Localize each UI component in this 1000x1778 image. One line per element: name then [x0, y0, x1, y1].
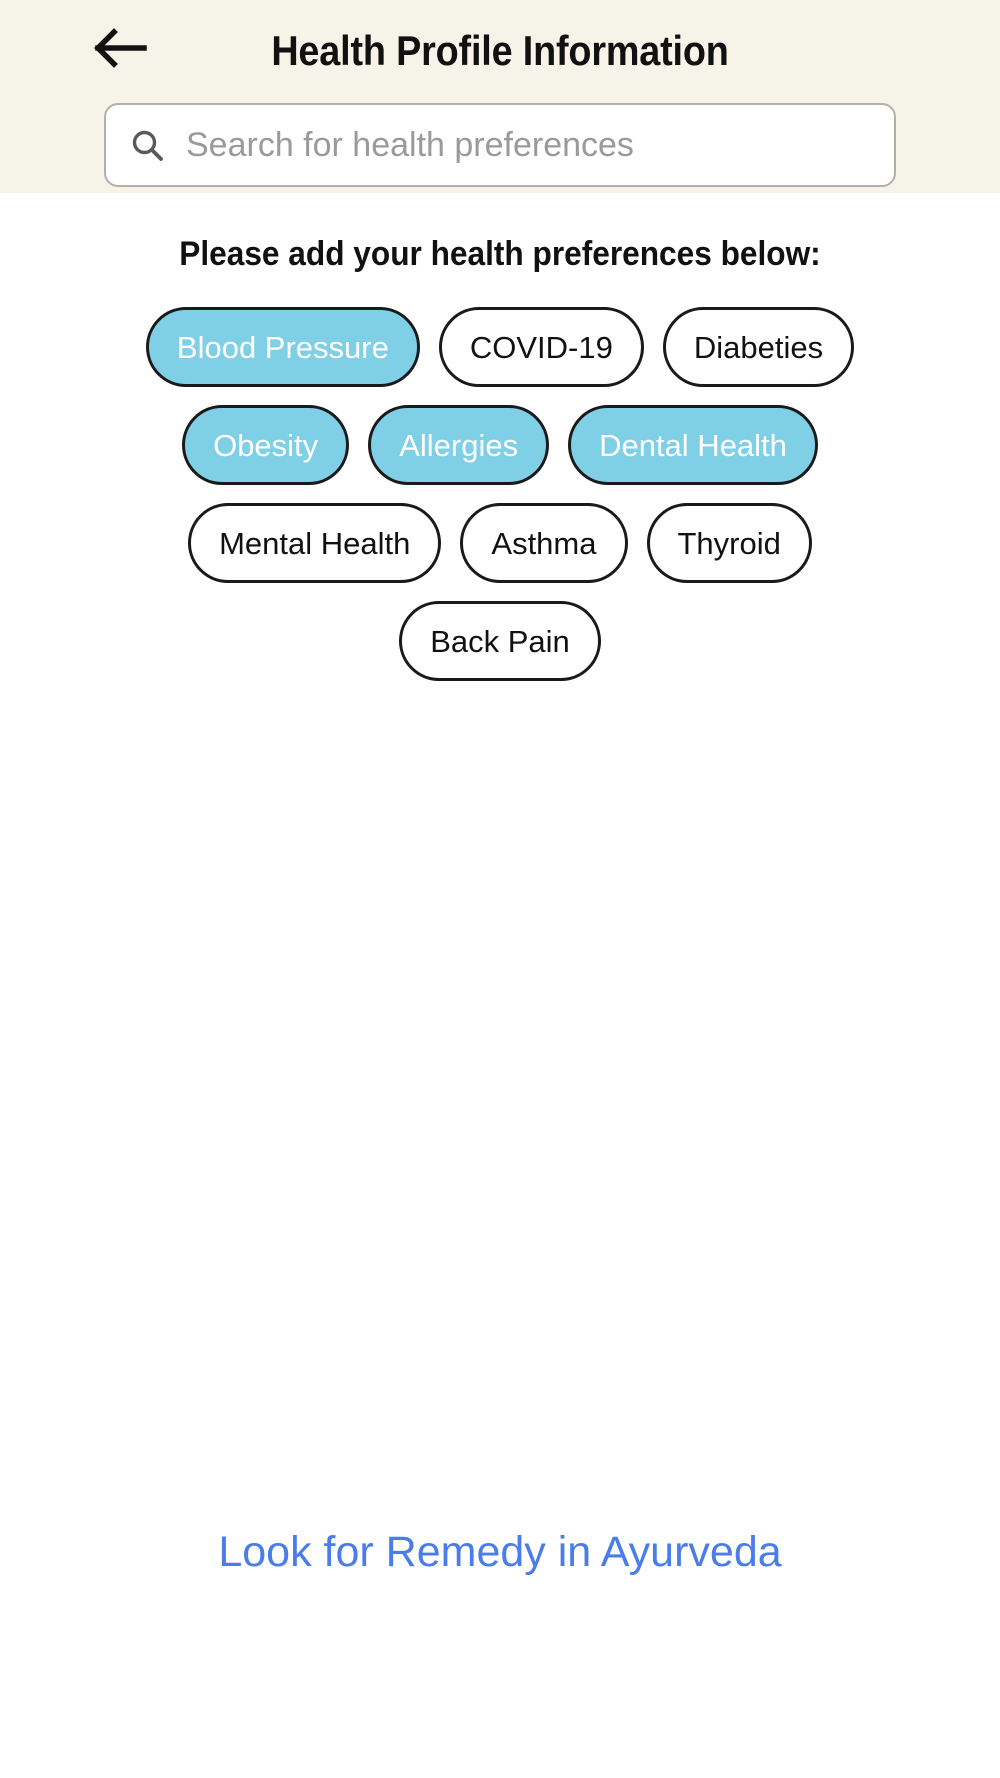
- header-bar: Health Profile Information: [0, 0, 1000, 193]
- footer-link-container: Look for Remedy in Ayurveda: [0, 1528, 1000, 1577]
- chip-row: Back Pain: [399, 601, 601, 681]
- search-input[interactable]: [186, 105, 872, 185]
- arrow-left-icon[interactable]: [90, 17, 152, 79]
- search-bar[interactable]: [104, 103, 896, 187]
- chip-dental-health[interactable]: Dental Health: [568, 405, 818, 485]
- chip-mental-health[interactable]: Mental Health: [188, 503, 442, 583]
- chip-diabeties[interactable]: Diabeties: [662, 307, 855, 387]
- chip-obesity[interactable]: Obesity: [182, 405, 350, 485]
- chip-back-pain[interactable]: Back Pain: [399, 601, 601, 681]
- app-bar: Health Profile Information: [0, 0, 1000, 96]
- page-title: Health Profile Information: [271, 27, 729, 74]
- chip-row: Mental Health Asthma Thyroid: [188, 503, 812, 583]
- chip-thyroid[interactable]: Thyroid: [646, 503, 812, 583]
- look-for-remedy-link[interactable]: Look for Remedy in Ayurveda: [218, 1528, 782, 1576]
- chip-covid-19[interactable]: COVID-19: [438, 307, 644, 387]
- health-preference-chips: Blood Pressure COVID-19 Diabeties Obesit…: [0, 307, 1000, 681]
- preferences-subtitle: Please add your health preferences below…: [179, 235, 821, 273]
- chip-allergies[interactable]: Allergies: [368, 405, 550, 485]
- content-area: Please add your health preferences below…: [0, 193, 1000, 1778]
- chip-row: Blood Pressure COVID-19 Diabeties: [145, 307, 855, 387]
- search-icon: [128, 126, 166, 164]
- chip-row: Obesity Allergies Dental Health: [182, 405, 818, 485]
- chip-asthma[interactable]: Asthma: [460, 503, 628, 583]
- chip-blood-pressure[interactable]: Blood Pressure: [145, 307, 420, 387]
